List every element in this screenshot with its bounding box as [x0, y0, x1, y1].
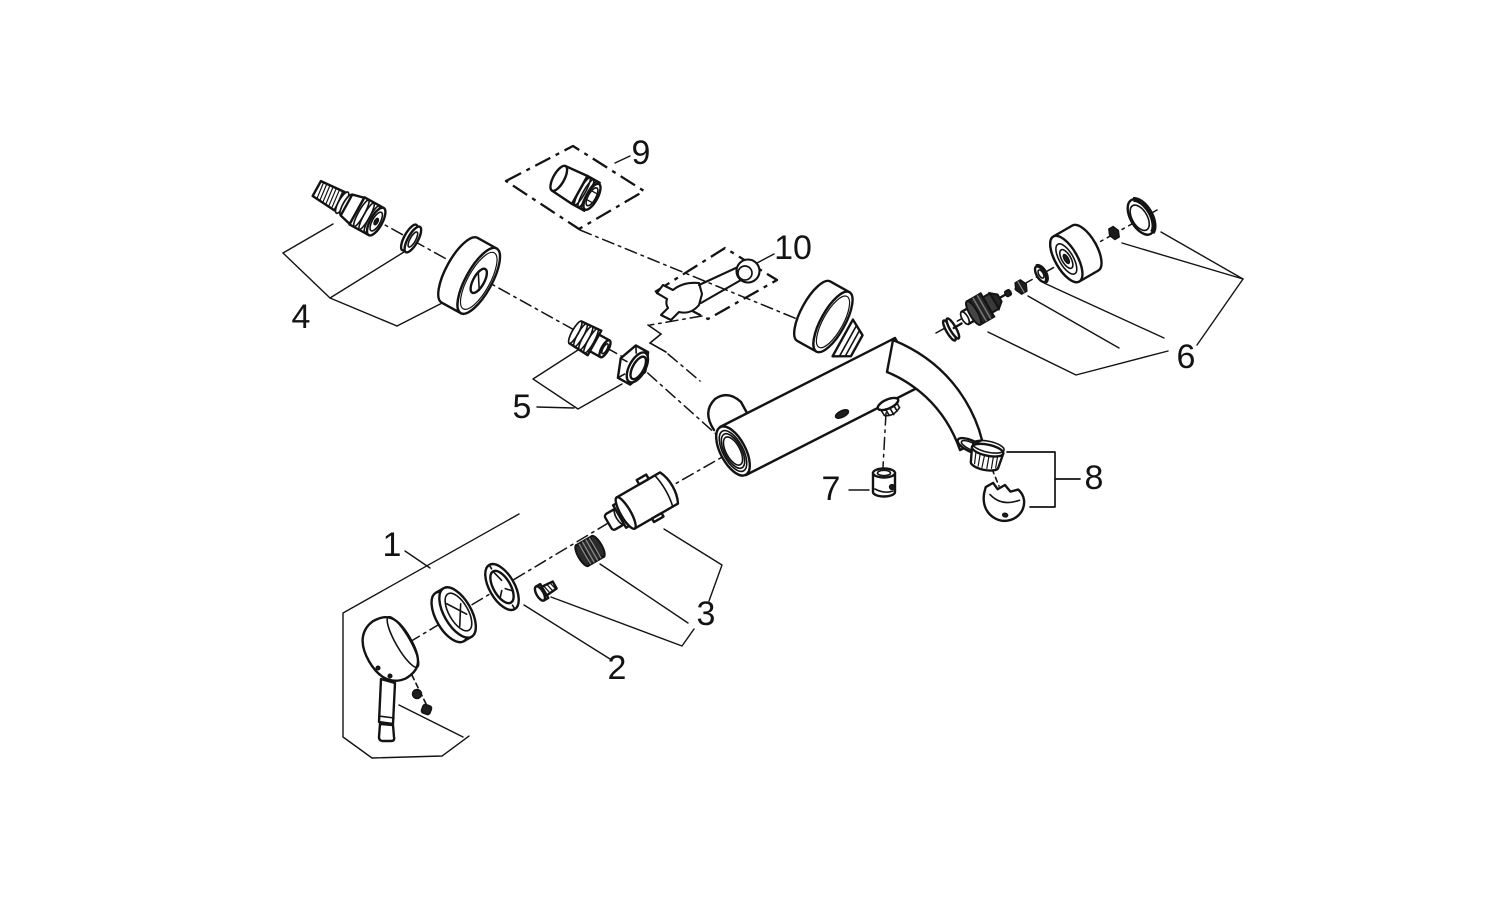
- diverter-washer: [1033, 263, 1049, 284]
- body-left-opening: [714, 425, 752, 477]
- diverter-knob-nut: [1108, 225, 1120, 241]
- diverter-cartridge: [959, 288, 1013, 327]
- outline-group-1: [342, 513, 520, 759]
- aerator-ball-joint: [982, 481, 1026, 522]
- axis-adapter-option: [579, 229, 825, 331]
- callout-2: 2: [607, 649, 627, 687]
- diverter-screw: [941, 317, 963, 342]
- aerator: [969, 439, 1005, 472]
- body-inlet-boss: [707, 394, 749, 432]
- axis-wrench-option: [649, 315, 703, 326]
- union-hex-nut: [831, 318, 864, 358]
- axis-break-symbol: [647, 324, 667, 353]
- diverter-nut: [1014, 279, 1028, 295]
- axis-wrench-join: [667, 353, 701, 382]
- callout-1: 1: [382, 526, 402, 564]
- leader-6e: [1160, 231, 1244, 280]
- callout-3: 3: [696, 595, 716, 633]
- callout-10: 10: [774, 229, 812, 267]
- leader-6d: [1121, 242, 1244, 280]
- callout-6: 6: [1176, 338, 1196, 376]
- leader-6c: [1043, 282, 1165, 339]
- callout-9: 9: [631, 134, 651, 172]
- retaining-ring: [484, 562, 520, 612]
- leader-10: [756, 253, 775, 264]
- callout-8: 8: [1084, 459, 1104, 497]
- cartridge-nut: [574, 534, 606, 568]
- leader-9: [614, 155, 631, 164]
- leader-3a: [663, 528, 723, 602]
- s-union-fitting: [311, 179, 387, 237]
- leader-3c: [550, 596, 695, 647]
- leader-5-stub: [536, 406, 575, 409]
- leader-5: [532, 349, 623, 410]
- union-escutcheon: [437, 236, 502, 316]
- body-bottom-port: [876, 396, 901, 417]
- axis-aerator: [991, 468, 1000, 487]
- union-seal-washer: [399, 223, 423, 254]
- diverter-knob: [1049, 223, 1103, 284]
- mixer-body: [707, 336, 986, 477]
- leader-lines: [282, 155, 1244, 759]
- leader-6a: [987, 331, 1169, 376]
- brand-logo-oval: [834, 409, 850, 419]
- handle-fixing-screws: [411, 688, 433, 716]
- leader-4-spine: [282, 252, 398, 327]
- coupling-nut: [616, 344, 650, 386]
- leader-6b: [1027, 295, 1120, 349]
- callout-4: 4: [291, 298, 311, 336]
- cartridge-screw: [533, 580, 558, 602]
- leader-3b: [599, 563, 689, 624]
- handle-lever-end: [377, 722, 396, 743]
- leader-4b: [329, 251, 405, 299]
- outline-group-1-screws: [398, 704, 464, 738]
- lever-handle: [361, 615, 420, 743]
- axis-wall-union: [348, 204, 728, 445]
- leader-6-spine: [1196, 278, 1244, 346]
- callout-5: 5: [512, 388, 532, 426]
- cartridge: [603, 471, 680, 531]
- handle-pin-hole: [375, 665, 381, 671]
- option-box-9: [504, 144, 646, 231]
- leader-2: [523, 604, 611, 660]
- callout-7: 7: [821, 470, 841, 508]
- union-nipple: [567, 320, 612, 359]
- service-wrench: [655, 258, 761, 322]
- handle-pin-hole: [387, 673, 393, 679]
- leader-4a: [282, 223, 334, 254]
- plug: [871, 467, 897, 498]
- handle-cap-ring: [430, 586, 478, 644]
- diverter-cap-ring: [1126, 197, 1157, 236]
- wall-escutcheon: [793, 279, 854, 354]
- adapter: [549, 164, 602, 212]
- leader-1: [404, 550, 431, 569]
- axis-plug: [882, 412, 887, 468]
